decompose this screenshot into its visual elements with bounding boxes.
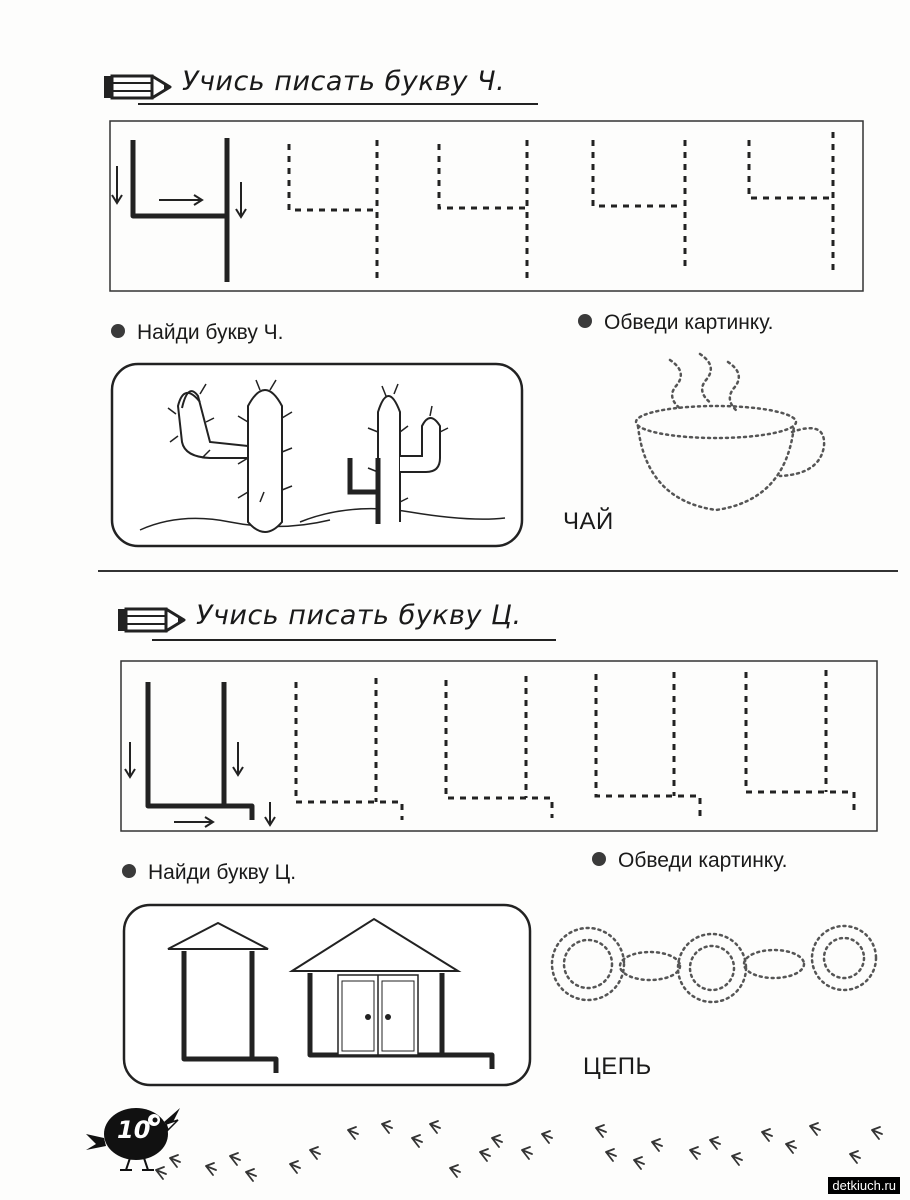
trace-picture-task: Обведи картинку. bbox=[578, 311, 773, 335]
footprints-trail bbox=[155, 1120, 883, 1182]
bullet-icon bbox=[592, 852, 606, 866]
trace-picture-label: Обведи картинку. bbox=[618, 849, 788, 872]
pencil-icon bbox=[118, 607, 186, 633]
heading-underline bbox=[138, 103, 538, 105]
cactus-picture bbox=[110, 362, 524, 548]
section-heading-ch: Учись писать букву Ч. bbox=[182, 66, 506, 97]
watermark: detkiuch.ru bbox=[828, 1177, 900, 1194]
letter-ch-tracing-box bbox=[109, 120, 864, 292]
trace-picture-task: Обведи картинку. bbox=[592, 849, 787, 873]
houses-picture bbox=[122, 903, 532, 1087]
find-letter-label: Найди букву Ц. bbox=[148, 861, 297, 884]
section-divider bbox=[98, 570, 898, 572]
page-number: 10 bbox=[117, 1116, 151, 1144]
bullet-icon bbox=[578, 314, 592, 328]
bullet-icon bbox=[122, 864, 136, 878]
word-chai: ЧАЙ bbox=[563, 508, 614, 535]
heading-underline bbox=[152, 639, 556, 641]
pencil-icon bbox=[104, 74, 172, 100]
find-letter-task: Найди букву Ч. bbox=[111, 321, 284, 345]
chain-tracing bbox=[550, 924, 878, 1004]
bullet-icon bbox=[111, 324, 125, 338]
find-letter-task: Найди букву Ц. bbox=[122, 861, 296, 885]
section-heading-ts: Учись писать букву Ц. bbox=[196, 600, 522, 631]
bird-icon bbox=[86, 1108, 180, 1171]
letter-ts-tracing-box bbox=[120, 660, 878, 832]
trace-picture-label: Обведи картинку. bbox=[604, 311, 774, 334]
tea-cup-tracing bbox=[634, 352, 826, 512]
word-tsep: ЦЕПЬ bbox=[583, 1053, 652, 1080]
find-letter-label: Найди букву Ч. bbox=[137, 321, 284, 344]
